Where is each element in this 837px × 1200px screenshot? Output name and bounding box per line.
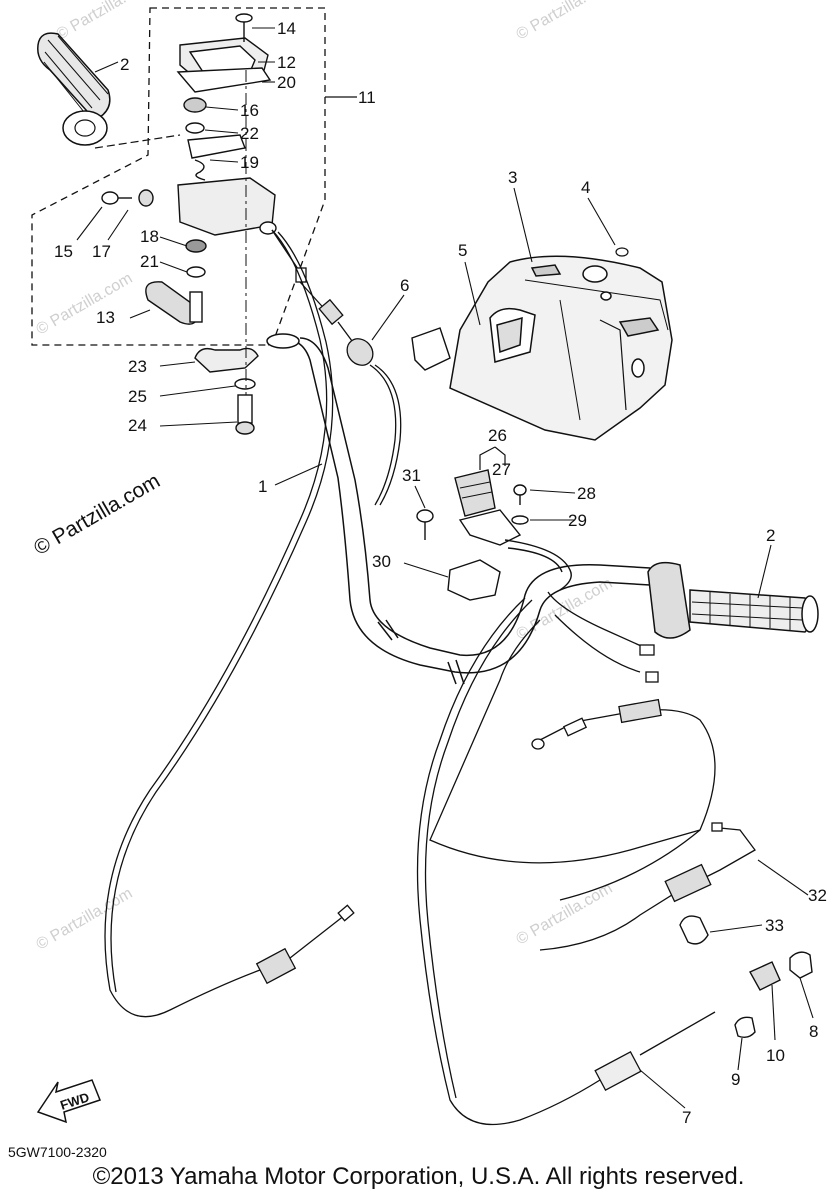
switch-assembly (416, 469, 572, 601)
leader-lines (76, 27, 814, 1109)
part-label-31: 31 (402, 466, 421, 485)
dash-line (94, 134, 181, 149)
part-label-9: 9 (731, 1070, 740, 1089)
part-label-30: 30 (372, 552, 391, 571)
part-label-2: 2 (120, 55, 129, 74)
part-label-26: 26 (488, 426, 507, 445)
part-label-23: 23 (128, 357, 147, 376)
part-label-15: 15 (54, 242, 73, 261)
part-label-7: 7 (682, 1108, 691, 1127)
leader-line (479, 446, 506, 470)
watermark: © Partzilla.com (34, 270, 136, 339)
part-label-20: 20 (277, 73, 296, 92)
part-label-14: 14 (277, 19, 296, 38)
part-label-2: 2 (766, 526, 775, 545)
watermark: © Partzilla.com (514, 880, 616, 949)
part-label-17: 17 (92, 242, 111, 261)
part-label-3: 3 (508, 168, 517, 187)
watermark: © Partzilla.com (34, 885, 136, 954)
part-label-21: 21 (140, 252, 159, 271)
part-label-33: 33 (765, 916, 784, 935)
watermark: © Partzilla.com (514, 0, 616, 43)
throttle-housing (101, 13, 277, 435)
part-label-32: 32 (808, 886, 827, 905)
cables (104, 229, 756, 1126)
part-label-12: 12 (277, 53, 296, 72)
watermark: © Partzilla.com (54, 0, 156, 43)
part-label-22: 22 (240, 124, 259, 143)
part-label-6: 6 (400, 276, 409, 295)
part-label-5: 5 (458, 241, 467, 260)
watermarks: © Partzilla.com © Partzilla.com © Partzi… (34, 0, 616, 953)
part-labels: 1 2 2 3 4 5 6 7 8 9 10 11 12 13 14 15 16… (54, 19, 827, 1127)
part-label-10: 10 (766, 1046, 785, 1065)
part-label-19: 19 (240, 153, 259, 172)
part-label-1: 1 (258, 477, 267, 496)
part-label-13: 13 (96, 308, 115, 327)
right-grip (647, 561, 819, 639)
copyright-notice: ©2013 Yamaha Motor Corporation, U.S.A. A… (92, 1163, 745, 1190)
part-label-16: 16 (240, 101, 259, 120)
part-label-29: 29 (568, 511, 587, 530)
fwd-arrow: FWD (36, 1079, 101, 1124)
part-label-11: 11 (358, 88, 376, 107)
part-label-4: 4 (581, 178, 590, 197)
part-label-8: 8 (809, 1022, 818, 1041)
left-grip (37, 32, 111, 146)
handlebar (266, 333, 651, 685)
lens (411, 327, 451, 371)
adjuster-parts (679, 915, 813, 1039)
watermark: © Partzilla.com (514, 575, 616, 644)
diagram-code: 5GW7100-2320 (8, 1144, 107, 1160)
part-label-18: 18 (140, 227, 159, 246)
clip (615, 247, 629, 257)
throttle-cable (271, 229, 402, 506)
part-label-27: 27 (492, 460, 511, 479)
part-label-25: 25 (128, 387, 147, 406)
leader-line (94, 61, 119, 73)
cover (449, 255, 673, 441)
part-label-24: 24 (128, 416, 147, 435)
part-label-28: 28 (577, 484, 596, 503)
assembly-outline (31, 7, 326, 346)
